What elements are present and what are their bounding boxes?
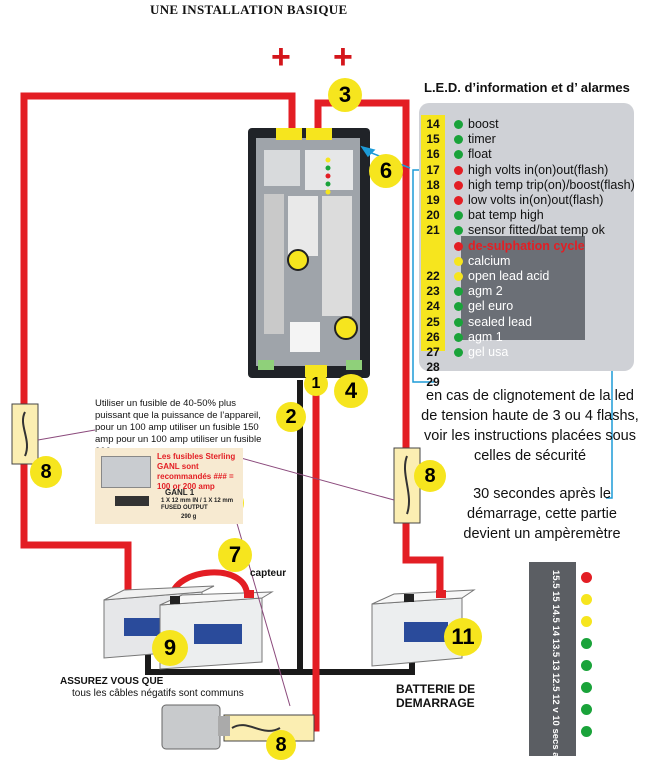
positive-cable-start xyxy=(314,99,444,598)
fuse-left xyxy=(11,403,39,465)
callout-4: 4 xyxy=(334,374,368,408)
led-indicator xyxy=(454,165,463,175)
led-number: 28 xyxy=(426,360,440,375)
led-label: open lead acid xyxy=(468,269,550,283)
led-label: gel usa xyxy=(468,345,509,359)
alternator xyxy=(161,704,230,750)
led-indicator xyxy=(454,226,463,236)
led-label: boost xyxy=(468,117,499,131)
volt-scale xyxy=(529,562,576,756)
volt-scale-led xyxy=(581,594,592,605)
led-indicator xyxy=(454,302,463,312)
led-label: timer xyxy=(468,132,496,147)
led-indicator xyxy=(454,287,463,297)
volt-scale-led xyxy=(581,572,592,583)
ammeter-note: 30 secondes après le démarrage, cette pa… xyxy=(463,486,621,542)
led-label: bat temp high xyxy=(468,208,544,223)
led-number: 15 xyxy=(426,132,440,147)
led-indicator xyxy=(454,348,463,357)
positive-cable-house xyxy=(20,92,296,598)
led-number: 23 xyxy=(426,284,440,299)
led-number-column xyxy=(421,115,445,351)
led-label: high temp trip(on)/boost(flash) xyxy=(468,177,635,192)
led-label: sensor fitted/bat temp ok xyxy=(468,223,605,238)
led-number: 19 xyxy=(426,193,440,207)
led-indicator xyxy=(454,180,463,190)
led-label: gel euro xyxy=(468,299,514,314)
callout-2: 2 xyxy=(276,402,306,432)
led-indicator xyxy=(454,135,463,145)
led-number: 20 xyxy=(426,208,440,223)
sterling-recommendation: Les fusibles Sterling GANL sont recomman… xyxy=(157,452,236,491)
positive-cable-alternator xyxy=(272,380,320,732)
led-number: 14 xyxy=(426,117,440,131)
ganl-fuse xyxy=(115,496,149,506)
ganl-spec: 1 X 12 mm IN / 1 X 12 mm FUSED OUTPUT xyxy=(161,498,234,511)
led-label: float xyxy=(468,147,492,162)
led-indicator xyxy=(454,211,463,221)
led-indicator xyxy=(454,256,463,266)
volt-scale-led xyxy=(581,726,592,737)
led-indicator xyxy=(454,317,463,327)
ganl-price: 290 g xyxy=(181,514,197,520)
led-number: 16 xyxy=(426,147,440,162)
callout-8-bottom: 8 xyxy=(266,730,296,760)
led-label: low volts in(on)out(flash) xyxy=(468,193,604,207)
flash-note: en cas de clignotement de la led de tens… xyxy=(421,388,639,464)
starter-battery xyxy=(371,589,476,667)
sensor-label: capteur xyxy=(250,568,287,579)
led-panel-battery-type-block xyxy=(461,236,585,340)
volt-scale-led xyxy=(581,682,592,693)
led-indicator xyxy=(454,332,463,342)
volt-scale-led xyxy=(581,616,592,627)
led-number: 25 xyxy=(426,314,440,329)
led-indicator xyxy=(454,120,463,129)
positive-sign-left: + xyxy=(271,38,291,76)
led-label: calcium xyxy=(468,253,511,268)
page-title: UNE INSTALLATION BASIQUE xyxy=(150,2,348,17)
led-indicator xyxy=(454,196,463,205)
led-number: 17 xyxy=(426,162,440,177)
callout-3: 3 xyxy=(328,78,362,112)
common-negatives-heading: ASSUREZ VOUS QUE xyxy=(60,676,164,687)
fuse-right xyxy=(393,447,421,524)
callout-8-right: 8 xyxy=(414,460,446,492)
callout-11: 11 xyxy=(444,618,482,656)
led-number: 22 xyxy=(426,269,440,283)
led-number: 18 xyxy=(426,177,440,192)
volt-scale-led xyxy=(581,660,592,671)
ganl-fuse-holder xyxy=(101,456,151,488)
led-label: agm 2 xyxy=(468,284,503,299)
ganl-title: GANL 1 xyxy=(165,488,195,497)
led-indicator xyxy=(454,150,463,160)
fuse-advice-panel: Les fusibles Sterling GANL sont recomman… xyxy=(95,448,243,524)
led-number: 24 xyxy=(426,299,440,314)
led-label: de-sulphation cycle xyxy=(468,238,585,253)
starter-battery-label-1: BATTERIE DE xyxy=(396,682,476,696)
led-indicator xyxy=(454,241,463,251)
positive-sign-right: + xyxy=(333,38,353,76)
callout-6: 6 xyxy=(369,154,403,188)
led-panel-heading: L.E.D. d’information et d’ alarmes xyxy=(424,80,630,95)
callout-1: 1 xyxy=(304,372,328,396)
led-label: sealed lead xyxy=(468,314,532,329)
led-number: 26 xyxy=(426,329,440,344)
led-label: agm 1 xyxy=(468,329,503,344)
callout-9: 9 xyxy=(152,630,188,666)
callout-7: 7 xyxy=(218,538,252,572)
volt-scale-led xyxy=(581,638,592,649)
callout-8-left: 8 xyxy=(30,456,62,488)
volt-scale-led xyxy=(581,704,592,715)
starter-battery-label-2: DEMARRAGE xyxy=(396,696,475,710)
charger-unit xyxy=(248,128,370,378)
common-negatives-text: tous les câbles négatifs sont communs xyxy=(72,688,244,699)
led-number: 27 xyxy=(426,345,440,359)
led-number: 21 xyxy=(426,223,440,238)
volt-scale-text: 15.5 15 14.5 14 13.5 13 12.5 12 v 10 sec… xyxy=(550,570,561,761)
led-number: 29 xyxy=(426,375,440,390)
led-label: high volts in(on)out(flash) xyxy=(468,162,609,177)
led-indicator xyxy=(454,272,463,281)
